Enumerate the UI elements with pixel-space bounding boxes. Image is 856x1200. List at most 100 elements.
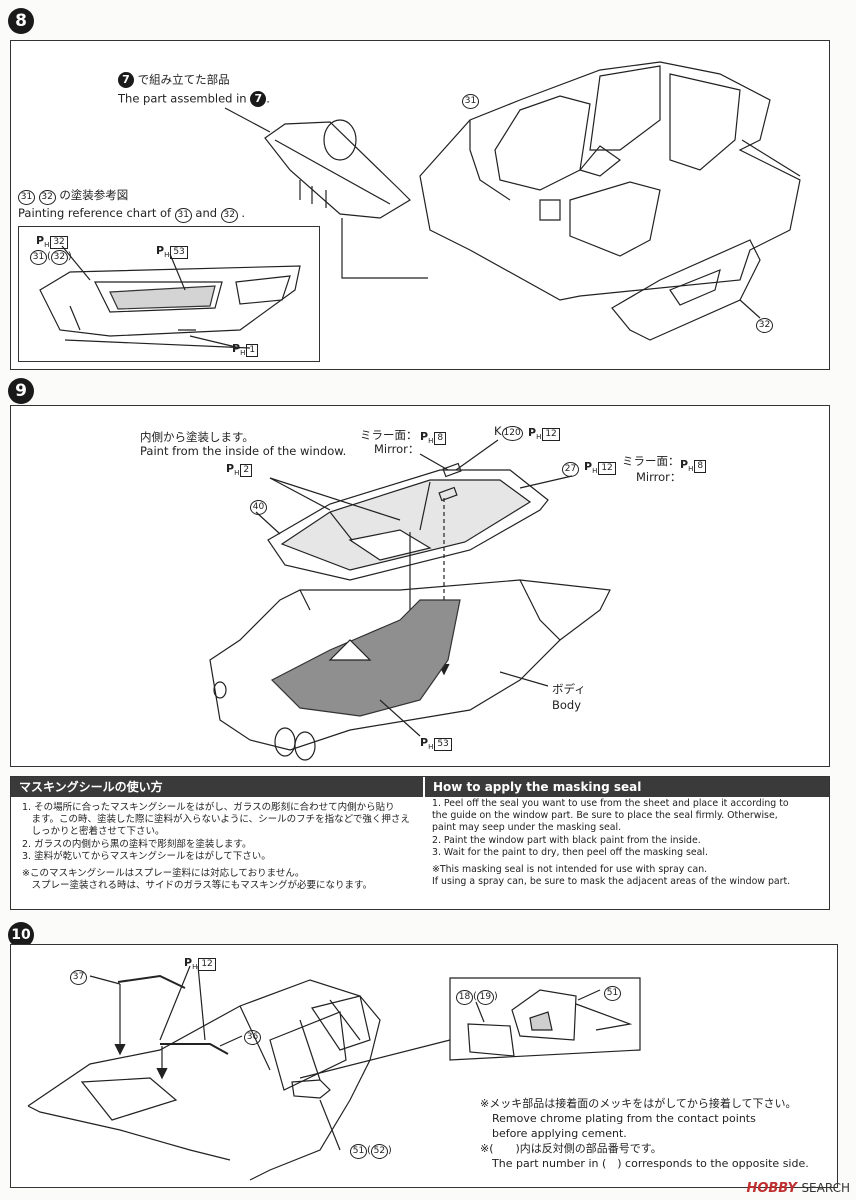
mirror-jp-1: ミラー面： [360, 428, 418, 442]
part-51-label-top: 51 [604, 984, 621, 1001]
ph53-code-step8: 53 [170, 246, 188, 259]
body-jp: ボディ [552, 682, 586, 696]
ph53-code-step9: 53 [434, 738, 452, 751]
painting-ref-jp: 31 32 の塗装参考図 [18, 188, 128, 205]
part-18-19-label: 18(19) [456, 990, 498, 1005]
en-note-2: If using a spray can, be sure to mask th… [432, 876, 791, 888]
mirror-code-2: 8 [694, 460, 707, 473]
chrome-en-2: before applying cement. [492, 1127, 627, 1140]
watermark-brand: HOBBY [746, 1181, 797, 1196]
chrome-note: ※メッキ部品は接着面のメッキをはがしてから接着して下さい。 Remove chr… [480, 1096, 830, 1171]
jp-item-1b: ます。この時、塗装した際に塗料が入らないように、シールのフチを指などで強く押さえ [22, 814, 410, 826]
part-19: 19 [476, 990, 494, 1005]
jp-item-3: 3. 塗料が乾いてからマスキングシールをはがして下さい。 [22, 850, 271, 862]
en-item-1b: the guide on the window part. Be sure to… [432, 810, 778, 822]
mirror-en-2: Mirror： [636, 470, 682, 484]
mirror-code-1: 8 [434, 432, 447, 445]
painting-en-text: Painting reference chart of [18, 206, 172, 220]
part-32-ref-en: 32 [220, 208, 238, 223]
step-9-badge: 9 [8, 378, 34, 404]
en-item-2: 2. Paint the window part with black pain… [432, 834, 701, 846]
part-31-ref-en: 31 [174, 208, 192, 223]
masking-seal-section [10, 776, 830, 910]
step-8-badge: 8 [8, 8, 34, 34]
part-27-code: 12 [598, 462, 616, 475]
ph1-code: 1 [246, 344, 259, 357]
step-9-panel [10, 405, 830, 767]
jp-note-1: ※このマスキングシールはスプレー塗料には対応しておりません。 [22, 868, 305, 880]
part-32-in-chart: 32 [50, 250, 68, 265]
masking-title-en: How to apply the masking seal [425, 777, 829, 797]
body-en: Body [552, 698, 582, 712]
jp-item-1a: 1. その場所に合ったマスキングシールをはがし、ガラスの彫刻に合わせて内側から貼… [22, 802, 395, 813]
part-36-label: 36 [244, 1028, 261, 1045]
part-51-52-label: 51(52) [350, 1144, 392, 1159]
en-item-3: 3. Wait for the paint to dry, then peel … [432, 846, 709, 858]
part-32-ref: 32 [38, 190, 56, 205]
part-37-label: 37 [70, 968, 87, 985]
part-18: 18 [456, 990, 473, 1005]
part-31-in-chart: 31 [30, 250, 47, 265]
k-letter: K [494, 424, 502, 438]
paint-inside-en: Paint from the inside of the window. [140, 444, 347, 458]
masking-jp-instructions: 1. その場所に合ったマスキングシールをはがし、ガラスの彫刻に合わせて内側から貼… [22, 802, 420, 892]
step-7-ref-icon-2: 7 [250, 91, 267, 107]
part-36: 36 [244, 1030, 261, 1045]
part-32-label: 32 [756, 316, 773, 333]
masking-en-instructions: 1. Peel off the seal you want to use fro… [432, 798, 826, 888]
part-31-ref: 31 [18, 190, 35, 205]
part-37: 37 [70, 970, 87, 985]
en-item-1c: paint may seep under the masking seal. [432, 822, 622, 834]
step-7-ref-icon: 7 [118, 72, 134, 88]
step-10-badge: 10 [8, 922, 34, 948]
chrome-jp: ※メッキ部品は接着面のメッキをはがしてから接着して下さい。 [480, 1097, 797, 1110]
opposite-en: The part number in ( ) corresponds to th… [492, 1157, 809, 1170]
jp-item-1c: しっかりと密着させて下さい。 [22, 826, 165, 838]
part-52: 52 [370, 1144, 388, 1159]
assembled-en-text: The part assembled in [118, 91, 247, 106]
ph2-code: 2 [240, 464, 253, 477]
opposite-jp: ※( )内は反対側の部品番号です。 [480, 1142, 662, 1155]
painting-en-and: and [195, 206, 218, 220]
watermark-suffix: SEARCH [801, 1181, 850, 1195]
painting-ref-en: Painting reference chart of 31 and 32 . [18, 206, 245, 223]
label-31-32: 31(32) [30, 250, 72, 265]
k-code: 12 [542, 428, 560, 441]
assembled-in-7-en: The part assembled in 7. [118, 91, 270, 107]
jp-item-2: 2. ガラスの内側から黒の塗料で彫刻部を塗装します。 [22, 838, 252, 850]
part-31-label: 31 [462, 92, 479, 109]
masking-title-jp: マスキングシールの使い方 [11, 777, 423, 797]
chrome-en-1: Remove chrome plating from the contact p… [492, 1112, 756, 1125]
part-32-callout: 32 [756, 318, 773, 333]
paint-inside-jp: 内側から塗装します。 [140, 430, 254, 444]
hobby-search-watermark: HOBBY SEARCH [746, 1181, 850, 1196]
painting-jp-text: の塗装参考図 [59, 188, 129, 202]
ph32-code: 32 [50, 236, 68, 249]
jp-note-2: スプレー塗装される時は、サイドのガラス等にもマスキングが必要になります。 [22, 880, 373, 892]
step10-ph12-code: 12 [198, 958, 216, 971]
mirror-en-1: Mirror： [374, 442, 420, 456]
assembled-in-7-jp: 7 で組み立てた部品 [118, 72, 230, 88]
assembled-jp-text: で組み立てた部品 [137, 72, 230, 87]
step-10-panel [10, 944, 838, 1188]
en-item-1a: 1. Peel off the seal you want to use fro… [432, 798, 789, 809]
mirror-jp-2: ミラー面： [622, 454, 680, 468]
part-51-bottom: 51 [350, 1144, 367, 1159]
part-120: 120 [501, 426, 523, 441]
en-note-1: ※This masking seal is not intended for u… [432, 864, 708, 876]
part-31-callout: 31 [462, 94, 479, 109]
